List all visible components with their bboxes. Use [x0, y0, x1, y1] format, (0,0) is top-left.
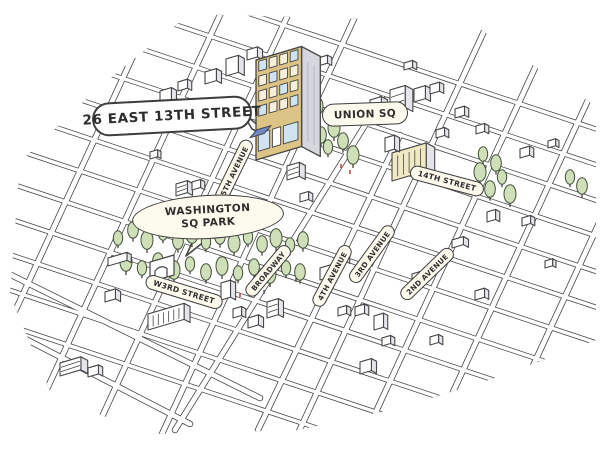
building [149, 149, 162, 160]
building [107, 251, 132, 267]
building [373, 312, 389, 331]
building [547, 138, 560, 149]
building [475, 122, 490, 135]
building [299, 190, 314, 203]
building [232, 305, 247, 319]
building [354, 303, 370, 317]
washington-line2: SQ PARK [181, 215, 236, 231]
building [337, 304, 352, 317]
building [225, 54, 245, 77]
building [246, 46, 264, 61]
building [191, 178, 206, 191]
building [204, 68, 223, 85]
building [104, 288, 122, 303]
building [147, 302, 191, 331]
building [266, 298, 285, 319]
building [521, 214, 536, 227]
building [220, 279, 237, 301]
building [474, 287, 490, 301]
building [403, 59, 418, 71]
building [435, 126, 450, 139]
building [87, 364, 104, 378]
building [59, 356, 89, 377]
building [519, 145, 535, 159]
building [454, 105, 470, 119]
building [429, 81, 445, 95]
building [429, 333, 444, 346]
building [451, 236, 470, 249]
building [247, 314, 265, 329]
building [175, 180, 194, 197]
label-union-square: UNION SQ [321, 101, 409, 127]
building [359, 358, 378, 375]
building [384, 134, 401, 153]
building [413, 85, 432, 103]
building [486, 208, 501, 223]
building [381, 334, 396, 347]
building [177, 78, 193, 92]
building [286, 161, 306, 181]
building [544, 258, 557, 269]
main-building [249, 45, 321, 161]
